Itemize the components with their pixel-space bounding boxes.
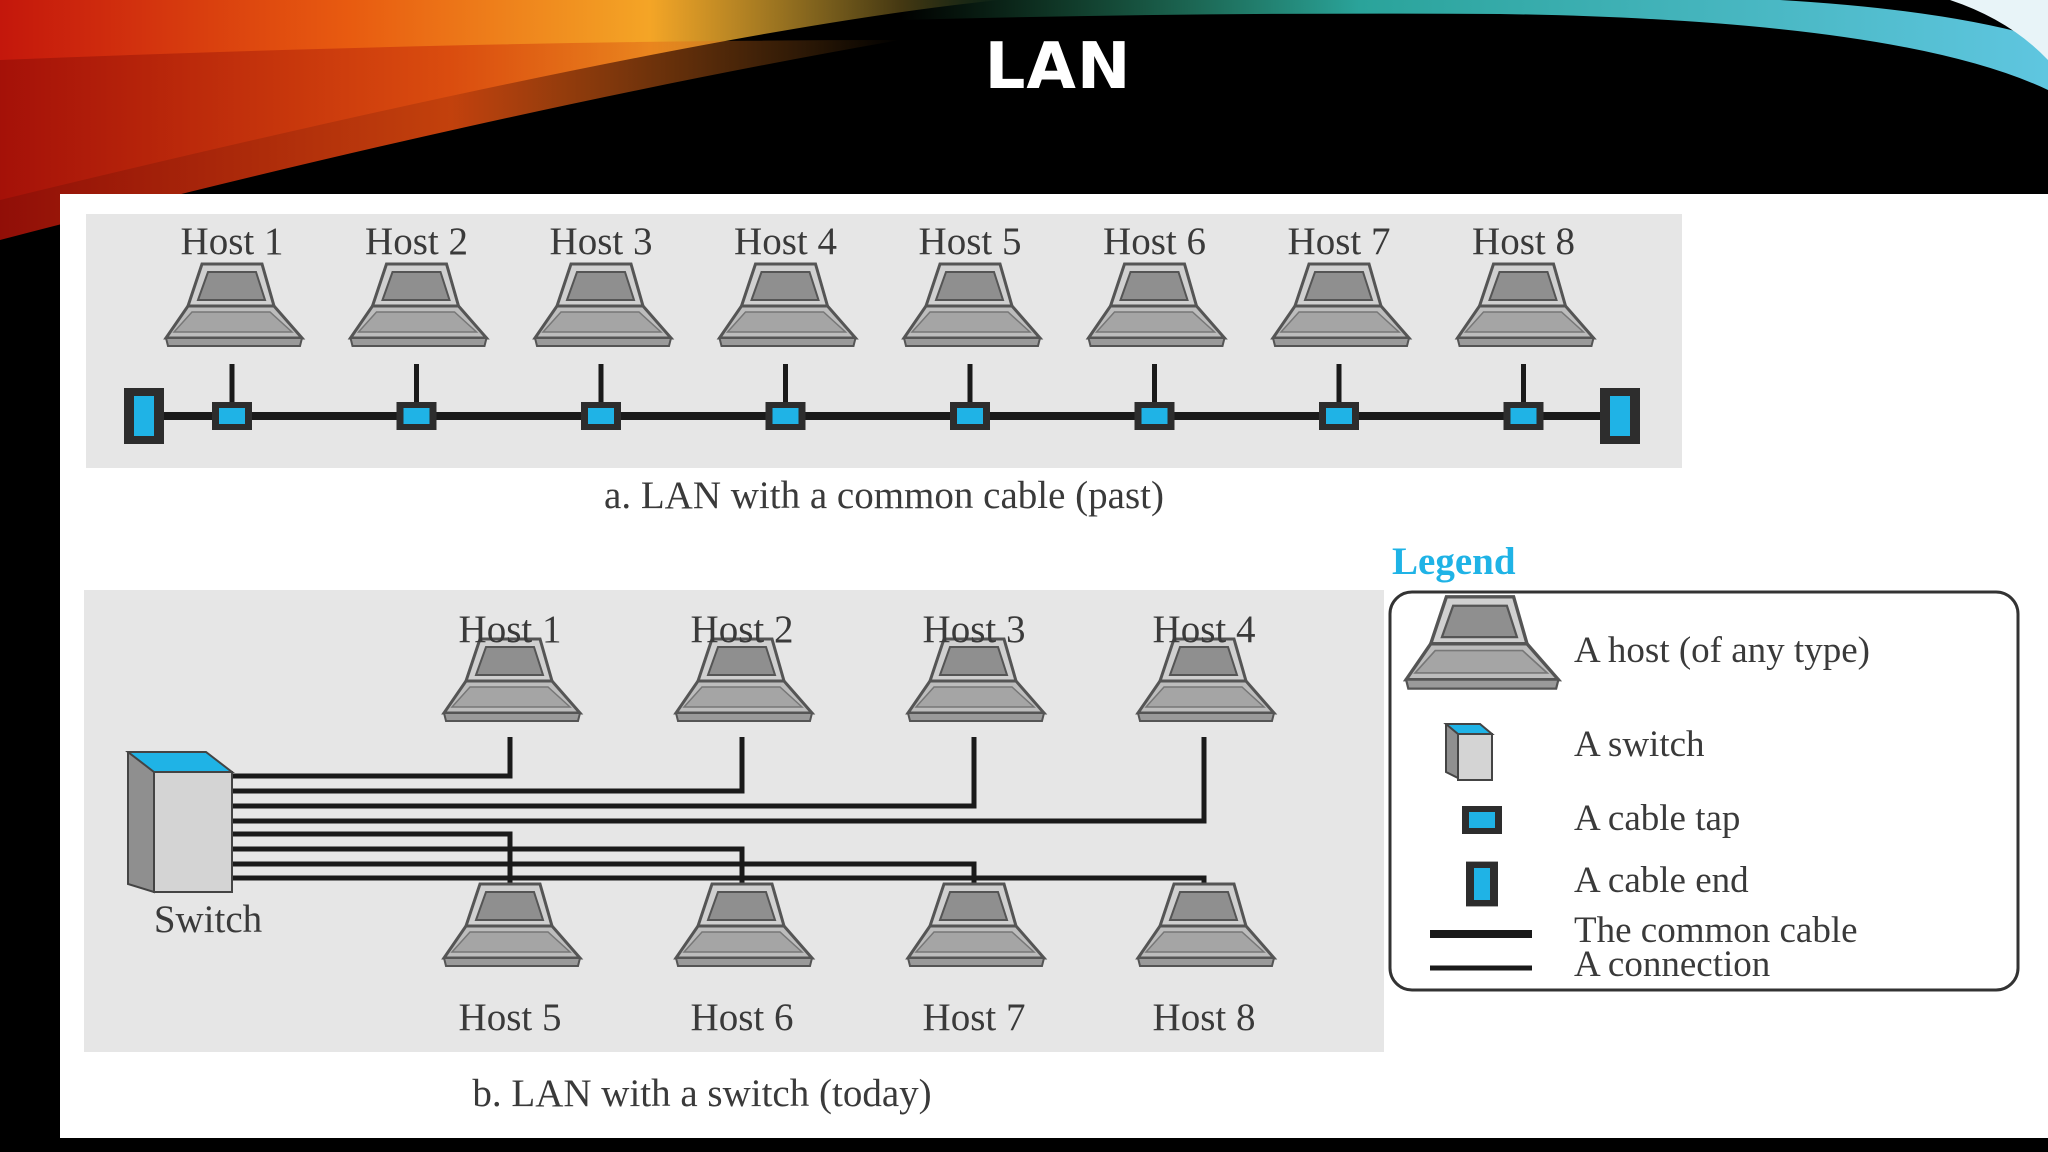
legend-item: A cable tap — [1574, 798, 1740, 839]
legend-item: A host (of any type) — [1574, 630, 1870, 671]
host-label: Host 1 — [181, 220, 284, 263]
legend-item: The common cable — [1574, 910, 1858, 951]
cable-tap-icon — [950, 402, 990, 430]
host-label: Host 4 — [734, 220, 837, 263]
panel-switch: Switch Host 1 Host 2 Host 3 Host 4 Host 5 Hos… — [84, 590, 1384, 1115]
host-label: Host 7 — [923, 996, 1026, 1039]
figure-panel: Host 1 Host 2 Host 3 Host 4 Host 5 Host 6 Host… — [60, 194, 2048, 1138]
cable-end-icon — [1466, 861, 1498, 907]
cable-tap-icon — [396, 402, 437, 430]
switch-icon — [1443, 723, 1495, 781]
cable-end-right — [1600, 388, 1640, 444]
switch-icon — [125, 751, 235, 894]
host-label: Host 6 — [1103, 220, 1206, 263]
cable-tap-icon — [1134, 402, 1175, 430]
host-label: Host 8 — [1472, 220, 1575, 263]
switch-connection — [232, 737, 977, 809]
legend: Legend A host (of any type) A switch A c… — [1388, 540, 2020, 992]
host-label: Host 2 — [691, 608, 794, 651]
host-label: Host 2 — [365, 220, 468, 263]
cable-tap-icon — [1462, 806, 1502, 834]
switch-connection — [232, 737, 745, 794]
cable-tap-icon — [1319, 402, 1359, 430]
host-label: Host 3 — [550, 220, 653, 263]
legend-title: Legend — [1392, 540, 1516, 583]
host-label: Host 5 — [459, 996, 562, 1039]
caption-b: b. LAN with a switch (today) — [472, 1072, 931, 1115]
host-label: Host 6 — [691, 996, 794, 1039]
host-label: Host 1 — [459, 608, 562, 651]
caption-a: a. LAN with a common cable (past) — [604, 474, 1164, 517]
cable-tap-icon — [581, 402, 621, 430]
host-label: Host 3 — [923, 608, 1026, 651]
switch-label: Switch — [154, 898, 262, 941]
lan-diagram: Host 1 Host 2 Host 3 Host 4 Host 5 Host 6 Host… — [84, 214, 2020, 1115]
panel-common-cable: Host 1 Host 2 Host 3 Host 4 Host 5 Host 6 Host… — [86, 214, 1682, 517]
legend-item: A switch — [1574, 724, 1705, 765]
cable-tap-icon — [765, 402, 806, 430]
host-label: Host 5 — [919, 220, 1022, 263]
host-label: Host 8 — [1153, 996, 1256, 1039]
slide-title: LAN — [984, 30, 1132, 104]
host-label: Host 7 — [1288, 220, 1391, 263]
host-label: Host 4 — [1153, 608, 1256, 651]
cable-end-left — [124, 388, 164, 444]
switch-connection — [232, 737, 513, 779]
switch-connection — [232, 737, 1207, 824]
legend-item: A cable end — [1574, 860, 1749, 901]
cable-tap-icon — [1503, 402, 1544, 430]
cable-tap-icon — [212, 402, 252, 430]
legend-item: A connection — [1574, 944, 1770, 985]
